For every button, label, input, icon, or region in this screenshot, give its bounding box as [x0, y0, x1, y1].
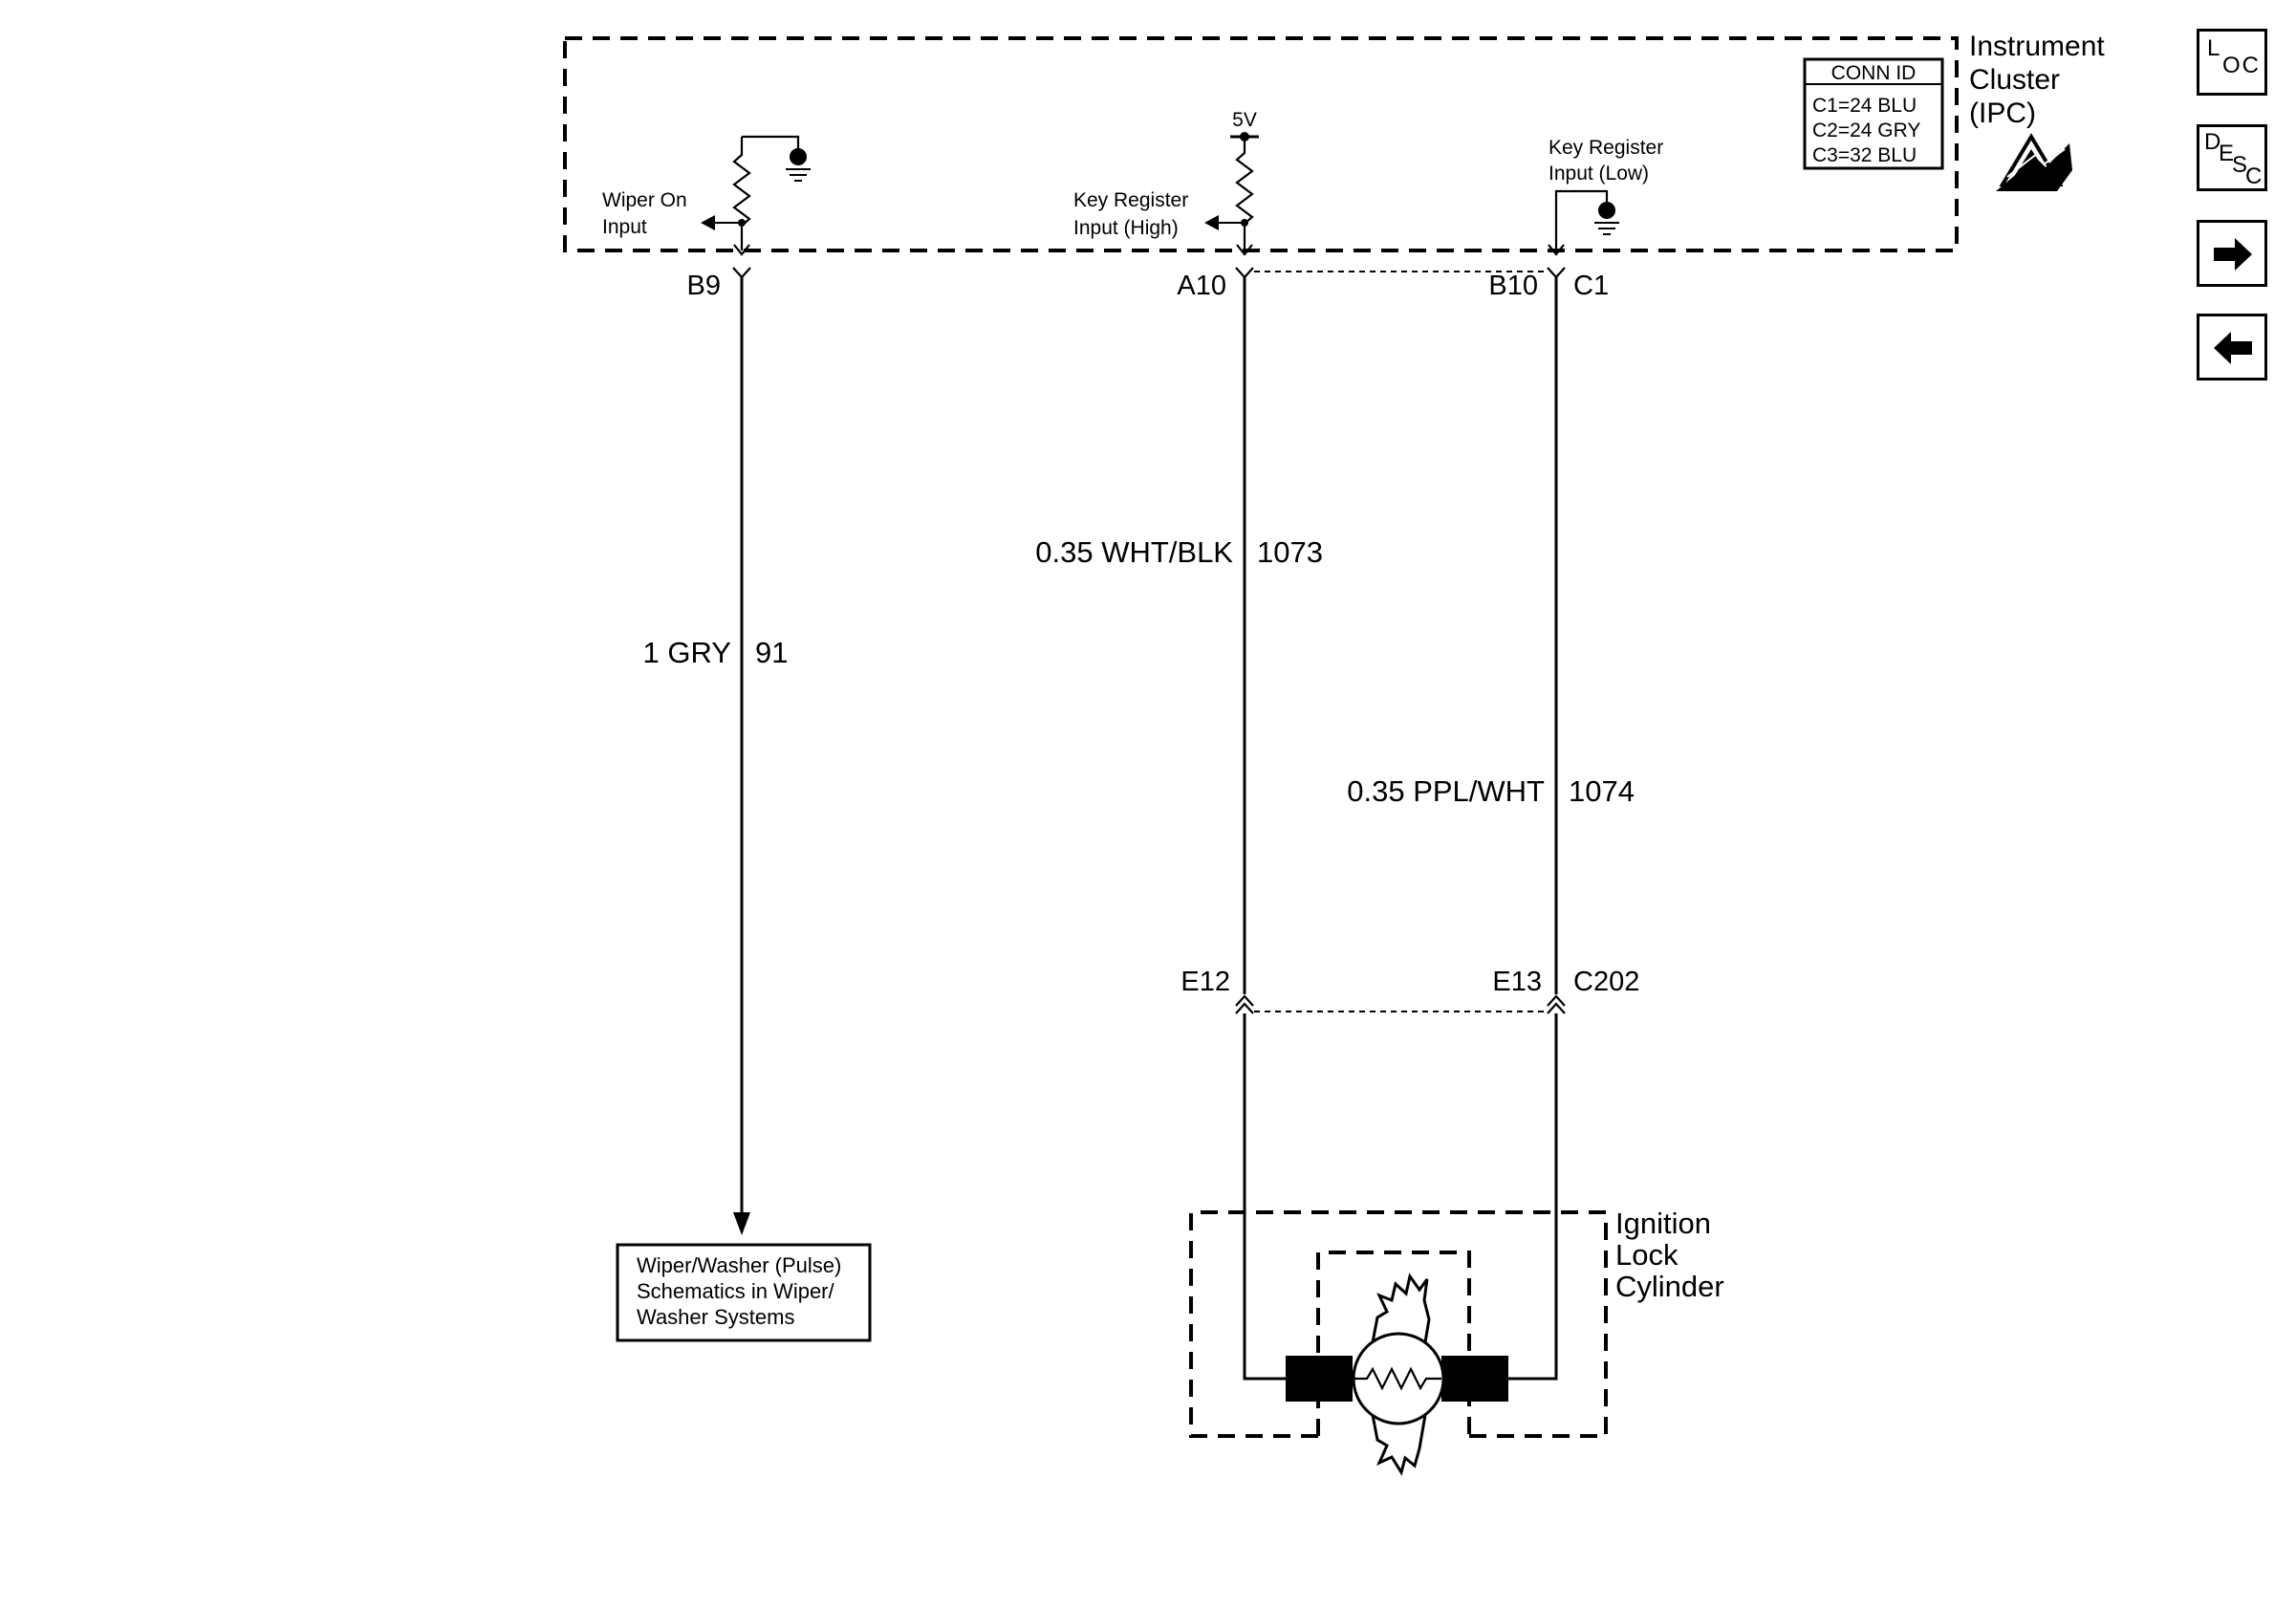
- svg-text:Washer Systems: Washer Systems: [637, 1305, 794, 1329]
- wire-91-arrow: [733, 1212, 750, 1235]
- wire-1073-spec: 0.35 WHT/BLK: [1035, 535, 1233, 569]
- key-low-input-label: Key Register Input (Low): [1549, 137, 1663, 185]
- ipc-connector-pins: [732, 267, 1566, 279]
- svg-text:Schematics in Wiper/: Schematics in Wiper/: [637, 1279, 835, 1303]
- svg-text:CONN ID: CONN ID: [1831, 62, 1917, 84]
- previous-page-button[interactable]: [2197, 314, 2267, 381]
- pin-e13: E13: [1492, 967, 1542, 997]
- svg-text:Instrument: Instrument: [1969, 31, 2105, 62]
- wire-1073-lower: [1243, 1013, 1286, 1381]
- svg-text:Ignition: Ignition: [1615, 1207, 1711, 1240]
- wire-1073-circuit: 1073: [1257, 535, 1323, 569]
- pin-c202: C202: [1573, 967, 1639, 997]
- conn-id-box: CONN ID C1=24 BLU C2=24 GRY C3=32 BLU: [1803, 57, 1944, 170]
- key-resistor-pellet: [1371, 1273, 1431, 1476]
- svg-text:C2=24 GRY: C2=24 GRY: [1812, 120, 1920, 141]
- pin-b10: B10: [1488, 271, 1538, 301]
- ignition-lock-cylinder: [1189, 1210, 1608, 1476]
- location-button[interactable]: L OC: [2197, 29, 2267, 96]
- wiper-on-circuit: [701, 135, 811, 256]
- svg-text:C1=24 BLU: C1=24 BLU: [1812, 95, 1917, 117]
- lock-contact-left: [1286, 1356, 1353, 1402]
- description-button[interactable]: D E S C: [2197, 124, 2267, 191]
- c202-connector: [1235, 994, 1566, 1014]
- pin-c1: C1: [1573, 271, 1609, 301]
- next-page-button[interactable]: [2197, 220, 2267, 287]
- svg-text:Input (High): Input (High): [1073, 217, 1179, 239]
- wire-91-circuit: 91: [755, 636, 788, 669]
- svg-text:Cluster: Cluster: [1969, 64, 2060, 96]
- wire-1074-circuit: 1074: [1569, 774, 1635, 808]
- desc-letter-s: S: [2232, 152, 2248, 178]
- svg-text:Cylinder: Cylinder: [1615, 1270, 1724, 1303]
- svg-text:C3=32 BLU: C3=32 BLU: [1812, 144, 1917, 166]
- desc-letter-e: E: [2219, 141, 2235, 166]
- key-low-circuit: [1548, 189, 1619, 256]
- svg-text:Input: Input: [602, 216, 647, 238]
- pin-b9: B9: [687, 271, 721, 301]
- wire-91-spec: 1 GRY: [643, 636, 731, 669]
- key-high-circuit: [1204, 132, 1259, 256]
- svg-text:Lock: Lock: [1615, 1238, 1679, 1272]
- voltage-label: 5V: [1232, 109, 1257, 131]
- pin-a10: A10: [1177, 271, 1226, 301]
- desc-letter-c: C: [2245, 163, 2263, 189]
- esd-warning-icon: [1996, 133, 2072, 191]
- pin-e12: E12: [1180, 967, 1230, 997]
- loc-letter-l: L: [2207, 35, 2220, 61]
- svg-text:Key Register: Key Register: [1549, 137, 1663, 159]
- wire-1074-lower: [1508, 1013, 1558, 1381]
- lock-contact-right: [1441, 1356, 1508, 1402]
- ignition-lock-cylinder-label: Ignition Lock Cylinder: [1615, 1207, 1724, 1303]
- arrow-right-icon: [2214, 238, 2252, 271]
- desc-letter-d: D: [2204, 129, 2221, 155]
- key-high-input-label: Key Register Input (High): [1073, 189, 1188, 239]
- wire-1074-spec: 0.35 PPL/WHT: [1347, 774, 1545, 808]
- svg-text:Wiper On: Wiper On: [602, 189, 687, 211]
- ipc-boundary: [563, 36, 1959, 252]
- wiper-washer-reference-box[interactable]: Wiper/Washer (Pulse) Schematics in Wiper…: [616, 1243, 872, 1342]
- svg-text:Input (Low): Input (Low): [1549, 163, 1649, 185]
- svg-text:Key Register: Key Register: [1073, 189, 1188, 211]
- loc-letters-oc: OC: [2222, 53, 2261, 78]
- svg-text:(IPC): (IPC): [1969, 98, 2036, 129]
- svg-text:Wiper/Washer (Pulse): Wiper/Washer (Pulse): [637, 1253, 841, 1277]
- ipc-title: Instrument Cluster (IPC): [1969, 31, 2105, 129]
- wiper-on-input-label: Wiper On Input: [602, 189, 687, 238]
- arrow-left-icon: [2214, 332, 2252, 364]
